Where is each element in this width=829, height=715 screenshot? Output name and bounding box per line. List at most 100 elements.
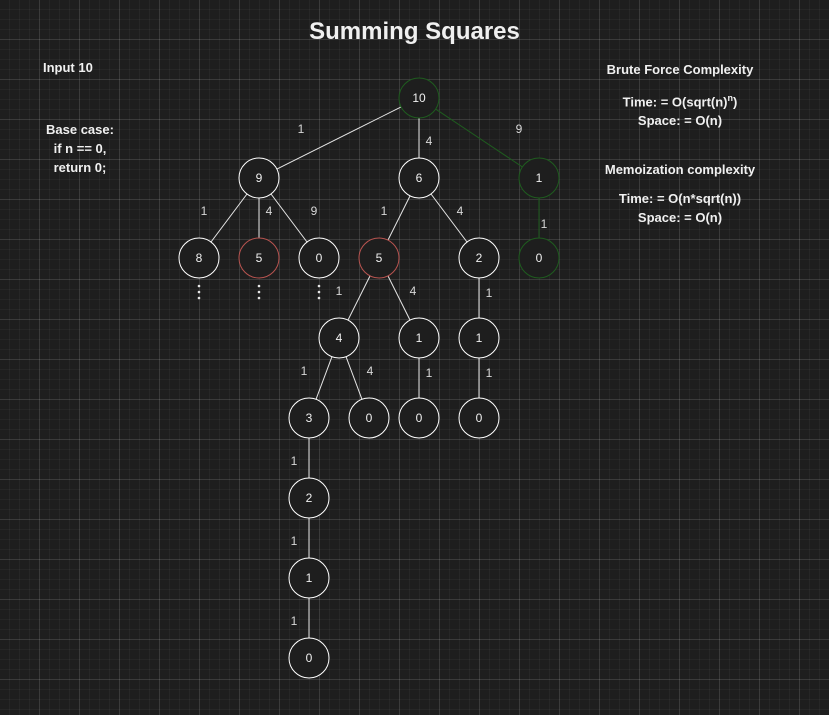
tree-node-label: 0: [306, 651, 313, 665]
tree-node-label: 5: [256, 251, 263, 265]
tree-node-circle: [518, 157, 560, 199]
tree-edge: [315, 356, 333, 400]
tree-edge: [345, 356, 363, 400]
tree-edges: [210, 106, 540, 638]
tree-node-circle: [238, 237, 280, 279]
tree-node-label: 1: [536, 171, 543, 185]
tree-node-label: 10: [412, 91, 426, 105]
ellipsis-dot: [317, 290, 321, 294]
edge-weight-label: 4: [266, 204, 273, 218]
ellipsis-dot: [257, 296, 261, 300]
tree-node[interactable]: 0: [458, 397, 500, 439]
ellipsis-dot: [257, 290, 261, 294]
tree-edge: [430, 193, 468, 243]
tree-node-label: 6: [416, 171, 423, 185]
edge-weight-label: 1: [291, 614, 298, 628]
edge-weight-label: 4: [457, 204, 464, 218]
tree-node[interactable]: 1: [518, 157, 560, 199]
tree-node[interactable]: 0: [298, 237, 340, 279]
tree-node-label: 3: [306, 411, 313, 425]
edge-weight-label: 1: [426, 366, 433, 380]
input-label: Input 10: [43, 58, 93, 77]
base-case-line-3: return 0;: [53, 160, 107, 175]
tree-node[interactable]: 10: [398, 77, 440, 119]
tree-node[interactable]: 0: [348, 397, 390, 439]
tree-node-label: 0: [316, 251, 323, 265]
tree-node-circle: [458, 317, 500, 359]
tree-node-circle: [238, 157, 280, 199]
tree-node-label: 1: [476, 331, 483, 345]
edge-weight-label: 4: [367, 364, 374, 378]
tree-node-label: 1: [306, 571, 313, 585]
base-case-note: Base case: if n == 0, return 0;: [43, 120, 117, 177]
tree-node[interactable]: 6: [398, 157, 440, 199]
tree-node-circle: [518, 237, 560, 279]
tree-node-circle: [458, 237, 500, 279]
brute-force-note: Brute Force Complexity Time: = O(sqrt(n)…: [580, 60, 780, 130]
tree-node-circle: [398, 317, 440, 359]
edge-weight-label: 4: [426, 134, 433, 148]
tree-node-circle: [288, 557, 330, 599]
ellipsis-dot: [317, 296, 321, 300]
tree-node[interactable]: 8: [178, 237, 220, 279]
tree-edge: [276, 106, 402, 170]
tree-node-label: 0: [476, 411, 483, 425]
tree-edge: [347, 275, 371, 321]
tree-node[interactable]: 4: [318, 317, 360, 359]
tree-node-label: 5: [376, 251, 383, 265]
tree-node-label: 1: [416, 331, 423, 345]
tree-node-label: 2: [476, 251, 483, 265]
tree-node[interactable]: 0: [288, 637, 330, 679]
tree-node-circle: [358, 237, 400, 279]
truncation-dots: [197, 284, 321, 300]
tree-node[interactable]: 1: [288, 557, 330, 599]
diagram-title: Summing Squares: [309, 18, 520, 45]
tree-node-circle: [298, 237, 340, 279]
tree-node[interactable]: 0: [518, 237, 560, 279]
edge-weight-label: 9: [311, 204, 318, 218]
tree-node[interactable]: 5: [358, 237, 400, 279]
tree-node-label: 2: [306, 491, 313, 505]
brute-force-heading: Brute Force Complexity: [606, 62, 754, 77]
tree-node-circle: [288, 637, 330, 679]
edge-weight-label: 1: [291, 454, 298, 468]
edge-weight-label: 1: [336, 284, 343, 298]
memoization-time: Time: = O(n*sqrt(n)): [618, 191, 742, 206]
tree-node-label: 0: [416, 411, 423, 425]
tree-node-circle: [178, 237, 220, 279]
ellipsis-dot: [317, 284, 321, 288]
tree-node[interactable]: 5: [238, 237, 280, 279]
tree-node-circle: [398, 397, 440, 439]
edge-weight-label: 1: [486, 366, 493, 380]
tree-node-circle: [288, 477, 330, 519]
tree-node-circle: [458, 397, 500, 439]
edge-weight-label: 1: [381, 204, 388, 218]
edge-weight-label: 1: [298, 122, 305, 136]
tree-node[interactable]: 1: [458, 317, 500, 359]
tree-edge: [435, 108, 523, 168]
ellipsis-dot: [197, 284, 201, 288]
input-text: Input 10: [43, 60, 93, 75]
memoization-heading: Memoization complexity: [604, 162, 756, 177]
tree-node[interactable]: 9: [238, 157, 280, 199]
ellipsis-dot: [197, 290, 201, 294]
tree-node[interactable]: 0: [398, 397, 440, 439]
tree-node-label: 9: [256, 171, 263, 185]
edge-weight-label: 1: [291, 534, 298, 548]
tree-node-label: 8: [196, 251, 203, 265]
edge-weight-label: 4: [410, 284, 417, 298]
base-case-line-1: Base case:: [46, 122, 114, 137]
tree-node-label: 4: [336, 331, 343, 345]
tree-node[interactable]: 3: [288, 397, 330, 439]
tree-node[interactable]: 2: [458, 237, 500, 279]
tree-node-circle: [288, 397, 330, 439]
tree-node[interactable]: 2: [288, 477, 330, 519]
tree-node-circle: [318, 317, 360, 359]
edge-weight-label: 1: [541, 217, 548, 231]
edge-weight-label: 1: [301, 364, 308, 378]
tree-node[interactable]: 1: [398, 317, 440, 359]
tree-node-label: 0: [536, 251, 543, 265]
